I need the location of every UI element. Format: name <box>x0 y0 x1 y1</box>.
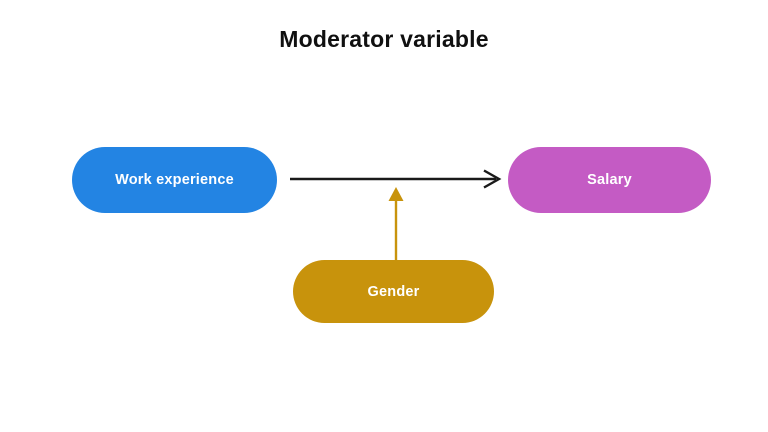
node-gender-label: Gender <box>367 283 420 300</box>
arrow-main-effect <box>290 169 502 189</box>
arrow-main-effect-head <box>483 169 502 189</box>
node-salary[interactable]: Salary <box>508 147 711 213</box>
node-salary-label: Salary <box>587 172 632 188</box>
node-work-experience-label: Work experience <box>115 172 234 188</box>
node-gender[interactable]: Gender <box>293 260 494 323</box>
node-work-experience[interactable]: Work experience <box>72 147 277 213</box>
page-title: Moderator variable <box>279 26 489 52</box>
arrow-moderation-effect <box>388 187 404 260</box>
arrow-moderation-effect-head <box>388 187 404 201</box>
